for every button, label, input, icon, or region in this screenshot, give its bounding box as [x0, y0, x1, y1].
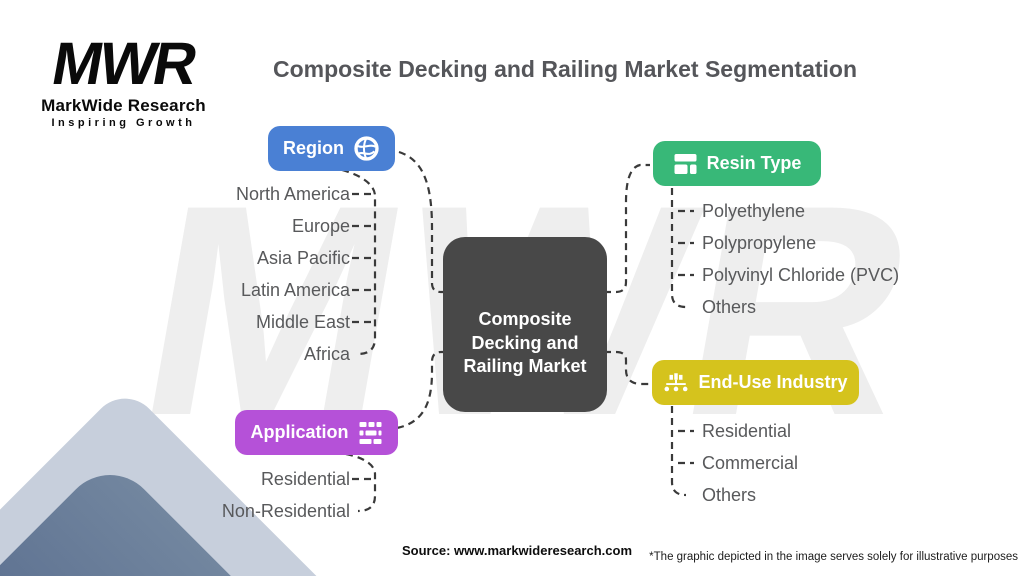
branch-label: Region: [283, 138, 344, 158]
end-use-items: Residential Commercial Others: [702, 415, 798, 511]
globe-icon: [354, 136, 379, 161]
branch-badge-end-use-industry: End-Use Industry: [652, 360, 859, 405]
segment-item: Non-Residential: [221, 500, 350, 521]
segment-item: Polypropylene: [702, 232, 817, 253]
disclaimer-note: *The graphic depicted in the image serve…: [649, 551, 1018, 563]
sliders-icon: [359, 421, 381, 444]
center-node-label: Composite Decking and Railing Market: [463, 308, 587, 377]
resin-type-items: Polyethylene Polypropylene Polyvinyl Chl…: [702, 195, 899, 323]
segment-item: Polyvinyl Chloride (PVC): [702, 264, 900, 285]
branch-badge-region: Region: [268, 126, 395, 171]
region-items: North America Europe Asia Pacific Latin …: [110, 178, 350, 370]
logo-tagline: Inspiring Growth: [51, 117, 196, 129]
branch-label: End-Use Industry: [698, 372, 848, 392]
segment-item: Latin America: [240, 279, 350, 300]
branch-label: Application: [250, 422, 349, 442]
branch-badge-application: Application: [235, 410, 398, 455]
segment-item: Residential: [260, 468, 350, 489]
layout-grid-icon: [674, 153, 697, 174]
center-node: Composite Decking and Railing Market: [443, 237, 607, 412]
segment-item: Africa: [303, 343, 350, 364]
logo: MWR MarkWide Research Inspiring Growth: [36, 30, 211, 129]
application-items: Residential Non-Residential: [110, 463, 350, 527]
segment-item: Others: [702, 296, 757, 317]
logo-mark: MWR: [47, 30, 200, 97]
segment-item: Asia Pacific: [256, 247, 350, 268]
segment-item: Residential: [702, 420, 792, 441]
segment-item: Europe: [291, 215, 350, 236]
segment-item: Commercial: [702, 452, 799, 473]
logo-name: MarkWide Research: [41, 96, 206, 115]
page-title: Composite Decking and Railing Market Seg…: [272, 56, 858, 82]
segment-item: Middle East: [255, 311, 350, 332]
segment-item: Others: [702, 484, 757, 505]
source-attribution: Source: www.markwideresearch.com: [402, 543, 633, 558]
branch-label: Resin Type: [706, 153, 802, 173]
branch-badge-resin-type: Resin Type: [653, 141, 821, 186]
segment-item: North America: [235, 183, 350, 204]
segment-item: Polyethylene: [702, 200, 806, 221]
org-chart-icon: [665, 372, 688, 391]
